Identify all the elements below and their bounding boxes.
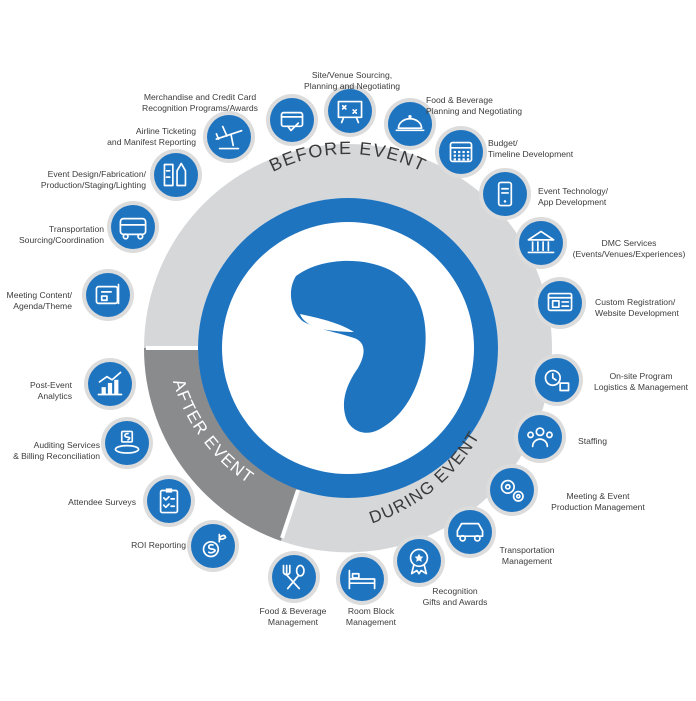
service-label-surveys: Attendee Surveys bbox=[68, 497, 136, 507]
calendar-icon bbox=[435, 126, 487, 178]
service-label-event-design: Event Design/Fabrication/ Production/Sta… bbox=[40, 169, 146, 190]
service-label-event-tech: Event Technology/ App Development bbox=[538, 186, 609, 207]
award-ribbon-icon bbox=[393, 535, 445, 587]
service-label-registration: Custom Registration/ Website Development bbox=[595, 297, 679, 318]
service-label-post-event: Post-Event Analytics bbox=[29, 380, 72, 401]
service-label-budget: Budget/ Timeline Development bbox=[488, 138, 574, 159]
design-tools-icon bbox=[150, 149, 202, 201]
service-label-staffing: Staffing bbox=[578, 436, 607, 446]
service-label-recognition: Recognition Gifts and Awards bbox=[422, 586, 488, 607]
clipboard-checklist-icon bbox=[143, 475, 195, 527]
eagle-head-logo bbox=[290, 260, 426, 433]
service-label-merchandise: Merchandise and Credit Card Recognition … bbox=[142, 92, 258, 113]
service-label-meeting-content: Meeting Content/ Agenda/Theme bbox=[6, 290, 72, 311]
before-event-segment bbox=[144, 144, 552, 348]
money-plant-icon bbox=[187, 520, 239, 572]
fork-spoon-icon bbox=[268, 551, 320, 603]
coins-audit-icon bbox=[101, 417, 153, 469]
blueprint-icon bbox=[82, 269, 134, 321]
service-label-fb-mgmt: Food & Beverage Management bbox=[259, 606, 327, 627]
service-label-auditing: Auditing Services & Billing Reconciliati… bbox=[13, 440, 100, 461]
strategy-board-icon bbox=[324, 85, 376, 137]
service-icons bbox=[82, 85, 586, 605]
service-label-dmc: DMC Services (Events/Venues/Experiences) bbox=[572, 238, 686, 259]
car-icon bbox=[444, 506, 496, 558]
team-icon bbox=[514, 411, 566, 463]
catering-icon bbox=[384, 98, 436, 150]
growth-chart-icon bbox=[84, 358, 136, 410]
bus-icon bbox=[107, 201, 159, 253]
service-label-transport-mgmt: Transportation Management bbox=[499, 545, 555, 566]
service-label-onsite: On-site Program Logistics & Management bbox=[593, 371, 689, 392]
gears-icon bbox=[486, 464, 538, 516]
bed-icon bbox=[336, 553, 388, 605]
during-event-segment bbox=[281, 348, 553, 553]
service-label-site-venue: Site/Venue Sourcing, Planning and Negoti… bbox=[303, 70, 401, 91]
credit-card-icon bbox=[266, 94, 318, 146]
white-core bbox=[222, 222, 474, 474]
service-label-room-block: Room Block Management bbox=[345, 606, 397, 627]
service-label-fb-planning: Food & Beverage Planning and Negotiating bbox=[426, 95, 523, 116]
service-label-transport-sourcing: Transportation Sourcing/Coordination bbox=[18, 224, 104, 245]
after-event-segment bbox=[143, 348, 298, 541]
service-label-production: Meeting & Event Production Management bbox=[551, 491, 645, 512]
venue-building-icon bbox=[515, 217, 567, 269]
website-icon bbox=[534, 277, 586, 329]
mobile-app-icon bbox=[479, 168, 531, 220]
logistics-icon bbox=[531, 354, 583, 406]
airplane-icon bbox=[203, 111, 255, 163]
service-label-airline: Airline Ticketing and Manifest Reporting bbox=[107, 126, 196, 147]
service-label-roi: ROI Reporting bbox=[131, 540, 186, 550]
